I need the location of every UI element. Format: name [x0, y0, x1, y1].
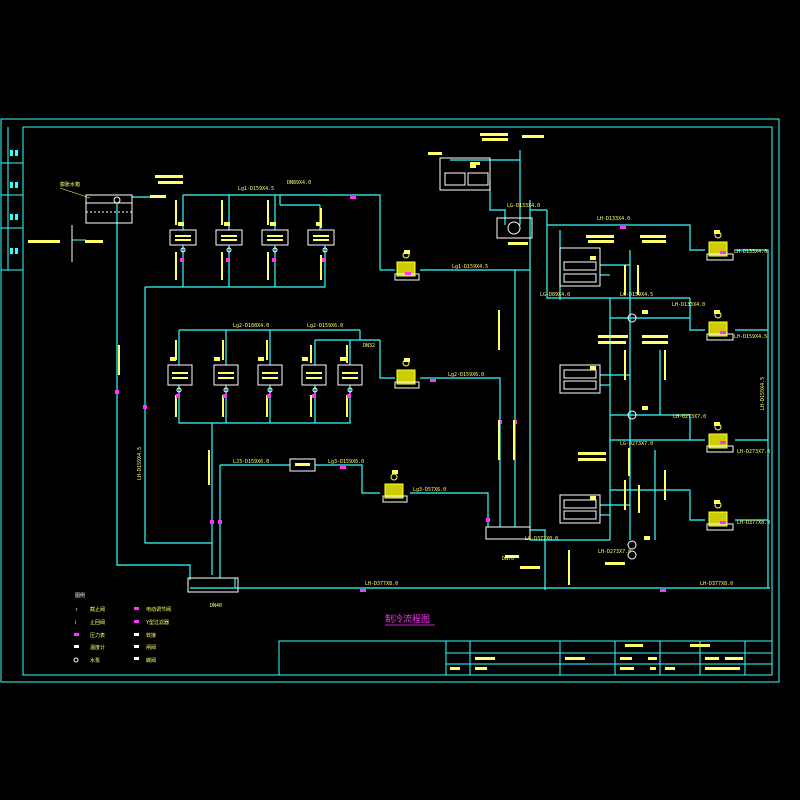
- label-right-lh7: LH-D159X4.5: [734, 334, 767, 340]
- mid-unit-text-marks: [172, 340, 358, 417]
- tank-annotation-marks: [28, 175, 183, 243]
- legend-item-7: Y型过滤器: [146, 619, 169, 626]
- label-low-line-a: LJ3-D159X6.0: [233, 459, 269, 465]
- lower-line-unit: [289, 458, 316, 472]
- legend-item-2: 止回阀: [90, 619, 105, 626]
- label-upper-right-a: Lg1-D159X4.5: [452, 264, 488, 270]
- label-right-lg1: LG-D133X4.0: [507, 203, 540, 209]
- pump-right-2: [706, 311, 734, 341]
- label-right-lg3: LG-D159X4.5: [620, 292, 653, 298]
- label-low-line-c: Lg3-D57X6.0: [413, 487, 446, 493]
- tank-label: 膨胀水箱: [60, 181, 80, 188]
- return-collector: [187, 577, 239, 593]
- legend-item-8: 软接: [146, 632, 156, 639]
- pump-low: [382, 473, 408, 503]
- label-dn32: DN32: [363, 343, 375, 349]
- label-bottom-line-b: LH-D377X8.0: [700, 581, 733, 587]
- valve-circles: [176, 247, 637, 560]
- legend-item-6: 电动调节阀: [146, 606, 171, 613]
- top-unit-text-marks: [175, 200, 329, 280]
- top-unit-group: [169, 229, 335, 246]
- label-mid-header-a: Lg2-D108X4.0: [233, 323, 269, 329]
- mid-unit-group: [167, 364, 363, 386]
- unit-mid-2: [213, 364, 239, 386]
- chiller-3: [559, 494, 601, 524]
- label-top-header-a: Lg1-D159X4.5: [238, 186, 274, 192]
- svg-text:Ⅰ: Ⅰ: [75, 620, 76, 626]
- label-right-lg4: LG-D273X7.0: [620, 441, 653, 447]
- label-rv-line-b: LH-D159X4.5: [760, 377, 766, 410]
- label-rv-line-a: LH-D159X4.5: [137, 447, 143, 480]
- pump-right-4: [706, 501, 734, 531]
- svg-text:↑: ↑: [75, 607, 78, 613]
- label-right-lh5: LH-D273X7.0: [737, 449, 770, 455]
- unit-top-4: [307, 229, 335, 246]
- legend-item-1: 截止阀: [90, 606, 105, 613]
- unit-top-1: [169, 229, 197, 246]
- pump-mid: [394, 359, 420, 389]
- valve-markers: [115, 196, 726, 592]
- equipment-id-marks: [170, 164, 720, 540]
- legend-item-10: 蝶阀: [146, 657, 156, 664]
- pipe-network: [116, 150, 770, 590]
- chiller-2: [559, 364, 601, 394]
- unit-top-2: [215, 229, 243, 246]
- expansion-tank: 膨胀水箱: [59, 181, 133, 262]
- unit-mid-3: [257, 364, 283, 386]
- label-low-line-b: Lg3-D159X6.0: [328, 459, 364, 465]
- label-upper-right-b: Lg2-D159X6.0: [448, 372, 484, 378]
- legend-item-3: 压力表: [90, 632, 105, 639]
- chiller-1: [559, 247, 601, 287]
- label-right-lh1: LH-D133X4.0: [672, 302, 705, 308]
- binding-strip-marks: [10, 150, 18, 254]
- label-bottom-line: LH-D377X8.0: [365, 581, 398, 587]
- unit-top-3: [261, 229, 289, 246]
- unit-mid-4: [301, 364, 327, 386]
- legend-item-4: 温度计: [90, 644, 105, 651]
- label-top-header-b: DN89X4.0: [287, 180, 311, 186]
- label-dn40: DN40: [210, 603, 222, 609]
- unit-mid-1: [167, 364, 193, 386]
- chiller-group: [559, 247, 601, 524]
- label-mid-header-b: Lg2-D159X6.0: [307, 323, 343, 329]
- legend: 图例 ↑ Ⅰ 截止阀 止回阀 压力表 温度计 水泵 电动调节阀 Y型过滤器 软接…: [73, 592, 171, 664]
- pump-right-3: [706, 423, 734, 453]
- pump-right-1: [706, 231, 734, 261]
- legend-title: 图例: [75, 592, 85, 599]
- label-right-lh6: LH-D133X4.0: [734, 249, 767, 255]
- outer-frame: [0, 118, 780, 683]
- title-block: [278, 640, 773, 676]
- label-dn70: DN70: [502, 556, 514, 562]
- label-right-lh3: LH-D273X7.0: [598, 549, 631, 555]
- pump-top: [394, 251, 420, 281]
- title-block-text-marks: [450, 644, 743, 670]
- label-right-top: LH-D133X4.0: [597, 216, 630, 222]
- supply-collector: [485, 526, 531, 540]
- label-right-lh4: LH-D377X8.0: [737, 520, 770, 526]
- label-right-lg2: LG-D89X4.0: [540, 292, 570, 298]
- misc-annotation-marks: [118, 133, 668, 585]
- legend-item-9: 闸阀: [146, 644, 156, 651]
- label-right-lh2: LH-D273X7.0: [673, 414, 706, 420]
- legend-symbols: ↑ Ⅰ: [73, 607, 139, 663]
- unit-mid-5: [337, 364, 363, 386]
- drawing-title: 制冷流程图: [385, 613, 430, 625]
- top-right-unit: [439, 157, 533, 239]
- legend-item-5: 水泵: [90, 657, 100, 664]
- label-right-lg5: LG-D377X8.0: [525, 536, 558, 542]
